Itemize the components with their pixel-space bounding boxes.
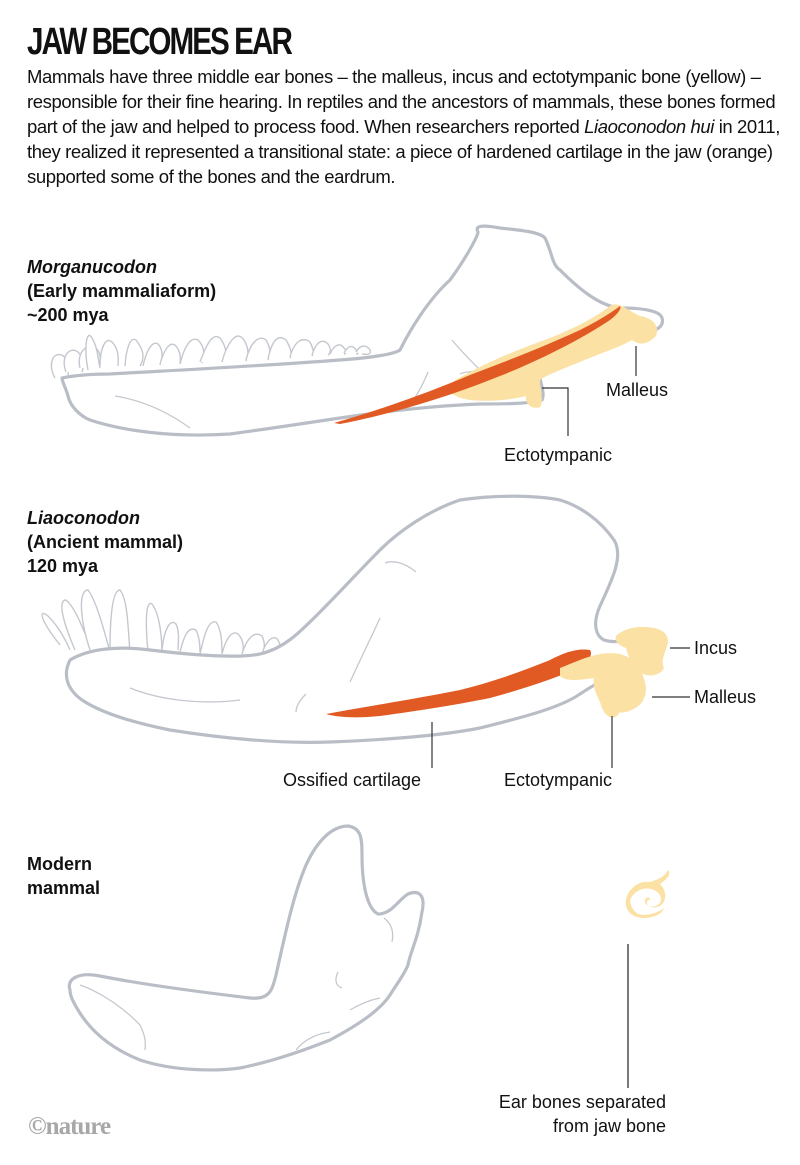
morganucodon-teeth (50, 334, 372, 379)
morganucodon-group: (Early mammaliaform) (27, 281, 217, 301)
liaoconodon-label: Liaoconodon (Ancient mammal) 120 mya (27, 506, 183, 578)
separated-line-1: Ear bones separated (498, 1092, 666, 1112)
morganucodon-malleus (448, 304, 658, 408)
liaoconodon-name: Liaoconodon (27, 508, 140, 528)
modern-group: mammal (27, 878, 101, 898)
morganucodon-age: ~200 mya (27, 305, 109, 325)
modern-ear-bones (625, 870, 670, 918)
modern-jaw-outline (67, 824, 425, 1072)
ossified-cartilage-label: Ossified cartilage (283, 770, 422, 790)
liaoconodon-group: (Ancient mammal) (27, 532, 184, 552)
intro-text-1: Mammals have three middle ear bones – th… (27, 66, 776, 137)
morganucodon-name: Morganucodon (27, 257, 157, 277)
separated-line-2: from jaw bone (552, 1116, 666, 1136)
figure-title: JAW BECOMES EAR (27, 21, 293, 63)
morganucodon-label: Morganucodon (Early mammaliaform) ~200 m… (27, 255, 216, 327)
liaoconodon-teeth (41, 589, 281, 655)
ectotympanic-label: Ectotympanic (504, 445, 613, 465)
intro-paragraph: Mammals have three middle ear bones – th… (27, 64, 787, 189)
ear-bones-separated-label: Ear bones separated from jaw bone (440, 1090, 666, 1138)
intro-text-2: in 2011, they realized it represented a … (27, 116, 780, 187)
liaoconodon-cartilage (326, 649, 592, 718)
ectotympanic-leader-line (542, 387, 569, 436)
liaoconodon-incus (615, 626, 668, 676)
malleus-label-2: Malleus (694, 687, 757, 707)
liaoconodon-jaw (41, 494, 690, 768)
modern-name: Modern (27, 854, 92, 874)
nature-credit-logo: ©nature (28, 1113, 111, 1140)
liaoconodon-malleus (560, 653, 646, 713)
liaoconodon-age: 120 mya (27, 556, 99, 576)
incus-label: Incus (694, 638, 738, 658)
modern-mammal-jaw (67, 824, 670, 1088)
ectotympanic-label-2: Ectotympanic (504, 770, 613, 790)
morganucodon-jaw (50, 224, 665, 437)
liaoconodon-ectotympanic (599, 690, 620, 718)
modern-mammal-label: Modern mammal (27, 852, 100, 900)
intro-species-name: Liaoconodon hui (584, 116, 714, 137)
malleus-label: Malleus (606, 380, 669, 400)
